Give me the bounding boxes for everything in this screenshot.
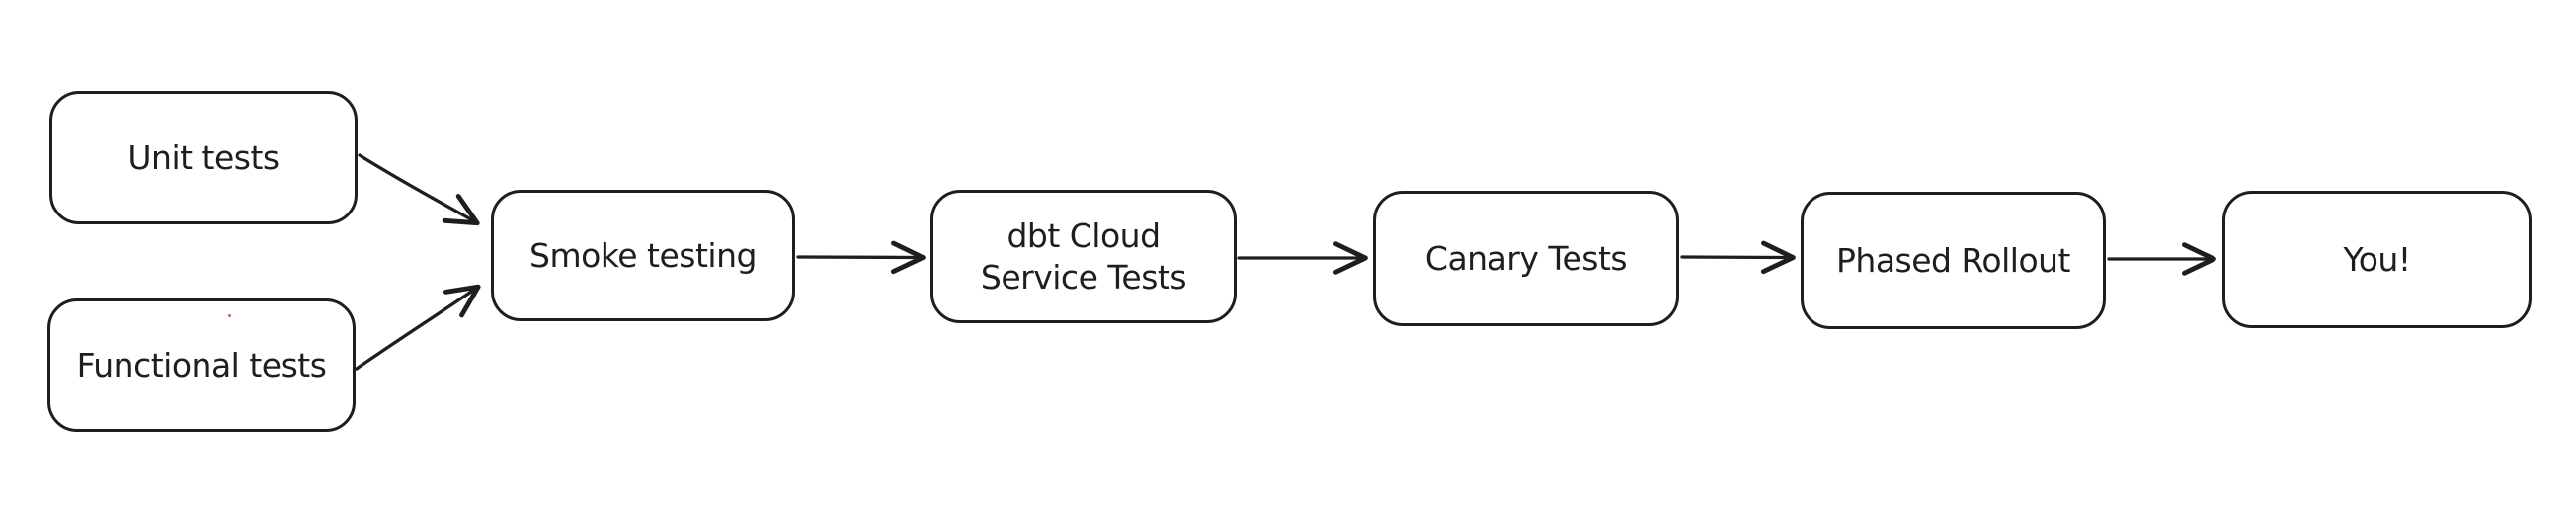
node-canary-tests: Canary Tests	[1373, 191, 1679, 326]
arrow-smoke-testing-to-dbt-cloud	[796, 240, 926, 275]
arrow-functional-tests-to-smoke-testing	[355, 284, 481, 371]
arrow-unit-tests-to-smoke-testing	[358, 153, 480, 226]
arrow-canary-tests-to-phased-rollout	[1680, 240, 1796, 275]
node-phased-rollout: Phased Rollout	[1801, 192, 2106, 329]
node-you: You!	[2222, 191, 2532, 328]
node-dbt-cloud-service-tests: dbt Cloud Service Tests	[930, 190, 1237, 323]
node-smoke-testing: Smoke testing	[491, 190, 795, 321]
red-dot-artifact	[228, 314, 231, 317]
node-functional-tests: Functional tests	[47, 298, 356, 432]
node-unit-tests: Unit tests	[49, 91, 358, 224]
